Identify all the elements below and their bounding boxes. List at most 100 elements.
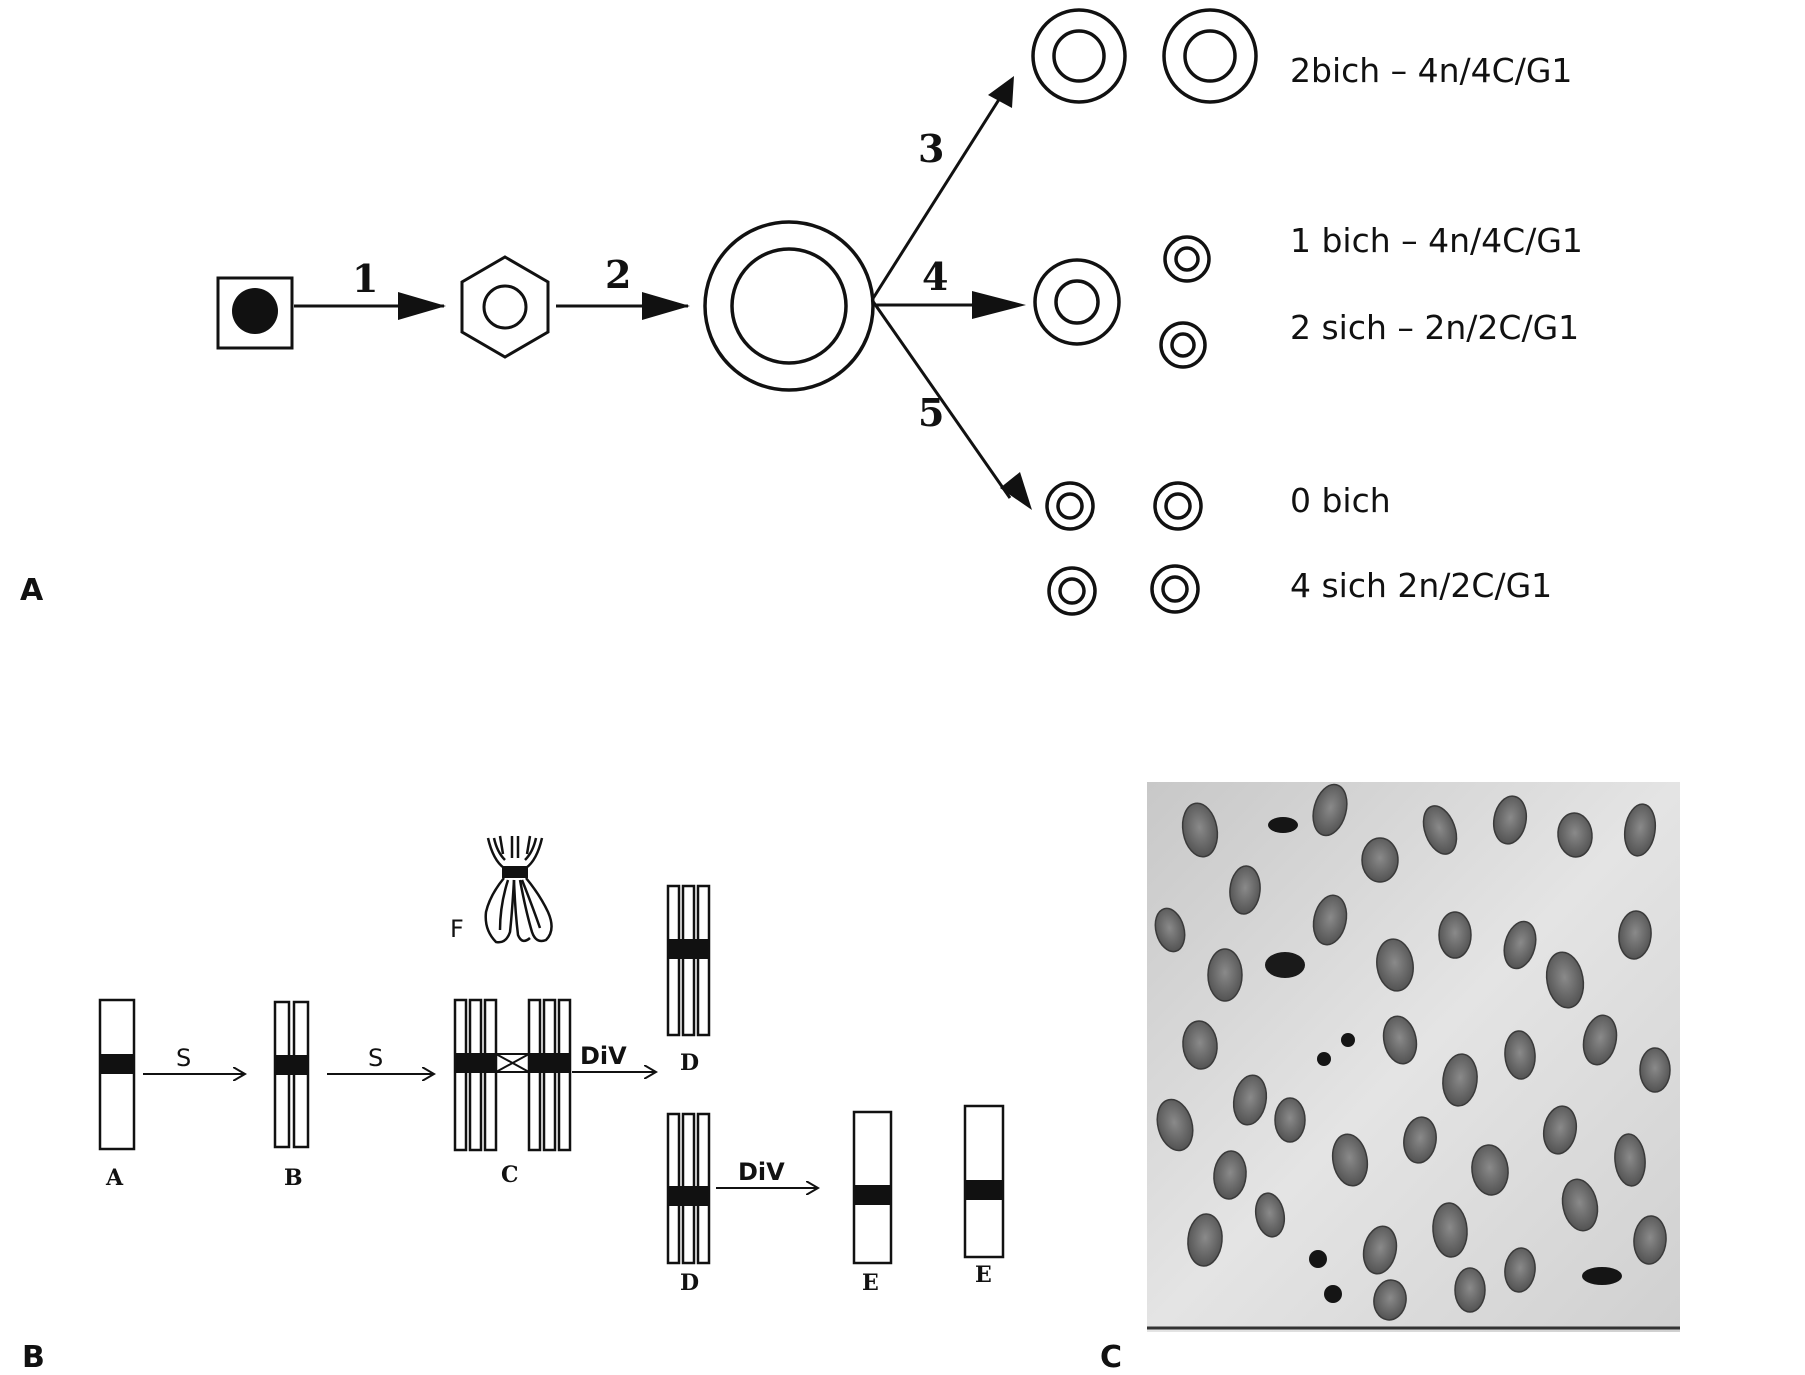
s-arrow-2-label: S	[368, 1044, 384, 1072]
step-2-label: 2	[605, 252, 632, 297]
micrograph-nucleus	[1187, 1213, 1223, 1267]
chromosome-f-label: F	[450, 915, 464, 943]
step-3-label: 3	[918, 126, 945, 171]
micrograph-nucleus	[1503, 920, 1537, 970]
outcome-5-cell-1	[1045, 481, 1095, 531]
step-1-label: 1	[352, 256, 379, 301]
micrograph-nuclei	[1154, 783, 1671, 1321]
micrograph-nucleus	[1361, 837, 1399, 883]
outcome-4-cell-small-2-nucleus	[1170, 332, 1196, 358]
micrograph-nucleus	[1623, 803, 1657, 857]
micrograph-nucleus	[1454, 1267, 1486, 1313]
micrograph-nucleus	[1181, 802, 1219, 858]
outcome-3-cell-1	[1031, 8, 1127, 104]
step-5-arrowhead	[1000, 472, 1032, 510]
outcome-4b-text: 2 sich – 2n/2C/G1	[1290, 308, 1580, 347]
mitotic-figure-3a	[1317, 1052, 1331, 1066]
micrograph-nucleus	[1207, 948, 1243, 1002]
chromosome-a-centromere	[100, 1054, 134, 1074]
micrograph-nucleus	[1229, 865, 1261, 915]
outcome-5a-text: 0 bich	[1290, 481, 1391, 520]
micrograph-nucleus	[1432, 1202, 1468, 1258]
panel-b-diagram	[98, 835, 1005, 1265]
chromosome-c	[453, 998, 572, 1152]
chromosome-e-1-centromere	[854, 1185, 891, 1205]
micrograph-nucleus	[1274, 1097, 1306, 1143]
micrograph-nucleus	[1545, 951, 1585, 1009]
hexagon-cell	[460, 255, 550, 359]
outcome-5-cell-2	[1153, 481, 1203, 531]
dense-nucleus	[232, 288, 278, 334]
micrograph-nucleus	[1639, 1047, 1671, 1093]
mitotic-figure-3b	[1341, 1033, 1355, 1047]
micrograph-nucleus	[1154, 907, 1186, 953]
outcome-3-cell-2	[1162, 8, 1258, 104]
step-4-arrowhead	[972, 291, 1026, 319]
outcome-4-cell-small-1-nucleus	[1174, 246, 1200, 272]
outcome-5-cell-4	[1150, 564, 1200, 614]
panel-b-letter: B	[22, 1340, 45, 1375]
chromosome-c-label: C	[501, 1162, 519, 1188]
chromosome-e-1-label: E	[862, 1270, 879, 1296]
micrograph-nucleus	[1373, 1279, 1407, 1321]
micrograph-nucleus	[1254, 1192, 1286, 1238]
micrograph-nucleus	[1557, 812, 1593, 858]
micrograph-nucleus	[1182, 1020, 1218, 1070]
outcome-5-cell-4-nucleus	[1161, 575, 1189, 603]
mitotic-figure-4a	[1309, 1250, 1327, 1268]
micrograph-nucleus	[1561, 1178, 1599, 1232]
step-1-arrowhead	[398, 292, 446, 320]
chromosome-d-bottom-label: D	[680, 1270, 700, 1296]
micrograph-nucleus	[1504, 1247, 1536, 1293]
outcome-5b-text: 4 sich 2n/2C/G1	[1290, 566, 1553, 605]
chromosome-a	[98, 998, 136, 1151]
micrograph-nucleus	[1331, 1133, 1369, 1187]
outcome-5-cell-3-nucleus	[1058, 577, 1086, 605]
micrograph-nucleus	[1382, 1015, 1418, 1065]
micrograph-nucleus	[1504, 1030, 1536, 1080]
chromosome-f-drawing	[484, 835, 553, 944]
micrograph-nucleus	[1614, 1133, 1646, 1187]
micrograph-nucleus	[1471, 1144, 1509, 1196]
s-arrow-1-label: S	[176, 1044, 192, 1072]
micrograph-nucleus	[1582, 1014, 1618, 1066]
step-4-label: 4	[922, 254, 949, 299]
micrograph-nucleus	[1362, 1225, 1398, 1275]
outcome-4-cell-small-2	[1159, 321, 1207, 369]
step-2-arrowhead	[642, 292, 690, 320]
outcome-5-cell-2-nucleus	[1164, 492, 1192, 520]
large-cell	[703, 220, 875, 392]
div-arrow-1-label: DiV	[580, 1042, 627, 1070]
div-arrow-2-label: DiV	[738, 1158, 785, 1186]
large-cell-nucleus	[730, 247, 848, 365]
chromosome-d-top	[666, 884, 711, 1037]
step-5-arrow	[870, 299, 1012, 499]
chromosome-a-label: A	[106, 1165, 124, 1191]
panel-c-letter: C	[1100, 1340, 1123, 1375]
outcome-3-text: 2bich – 4n/4C/G1	[1290, 51, 1573, 90]
micrograph-nucleus	[1232, 1074, 1268, 1126]
mitotic-figure-5	[1582, 1267, 1622, 1285]
micrograph-nucleus	[1403, 1116, 1437, 1164]
panel-c-micrograph	[1147, 782, 1680, 1332]
step-5-label: 5	[918, 390, 945, 435]
micrograph-nucleus	[1438, 911, 1472, 959]
chromosome-b	[273, 1000, 310, 1149]
micrograph-nucleus	[1312, 894, 1348, 946]
outcome-5-cell-1-nucleus	[1056, 492, 1084, 520]
outcome-4-cell-large	[1033, 258, 1121, 346]
micrograph-nucleus	[1422, 805, 1458, 855]
hexagon-nucleus	[482, 284, 528, 330]
chromosome-b-label: B	[284, 1165, 303, 1191]
micrograph-nucleus	[1442, 1053, 1478, 1107]
micrograph-nucleus	[1633, 1215, 1667, 1265]
micrograph-nucleus	[1492, 795, 1528, 845]
micrograph-nucleus	[1213, 1150, 1247, 1200]
outcome-3-cell-2-nucleus	[1183, 29, 1237, 83]
diploid-cell-square	[216, 276, 294, 350]
mitotic-figure-2	[1265, 952, 1305, 978]
step-3-arrowhead	[988, 76, 1014, 108]
panel-a-diagram	[216, 8, 1258, 616]
